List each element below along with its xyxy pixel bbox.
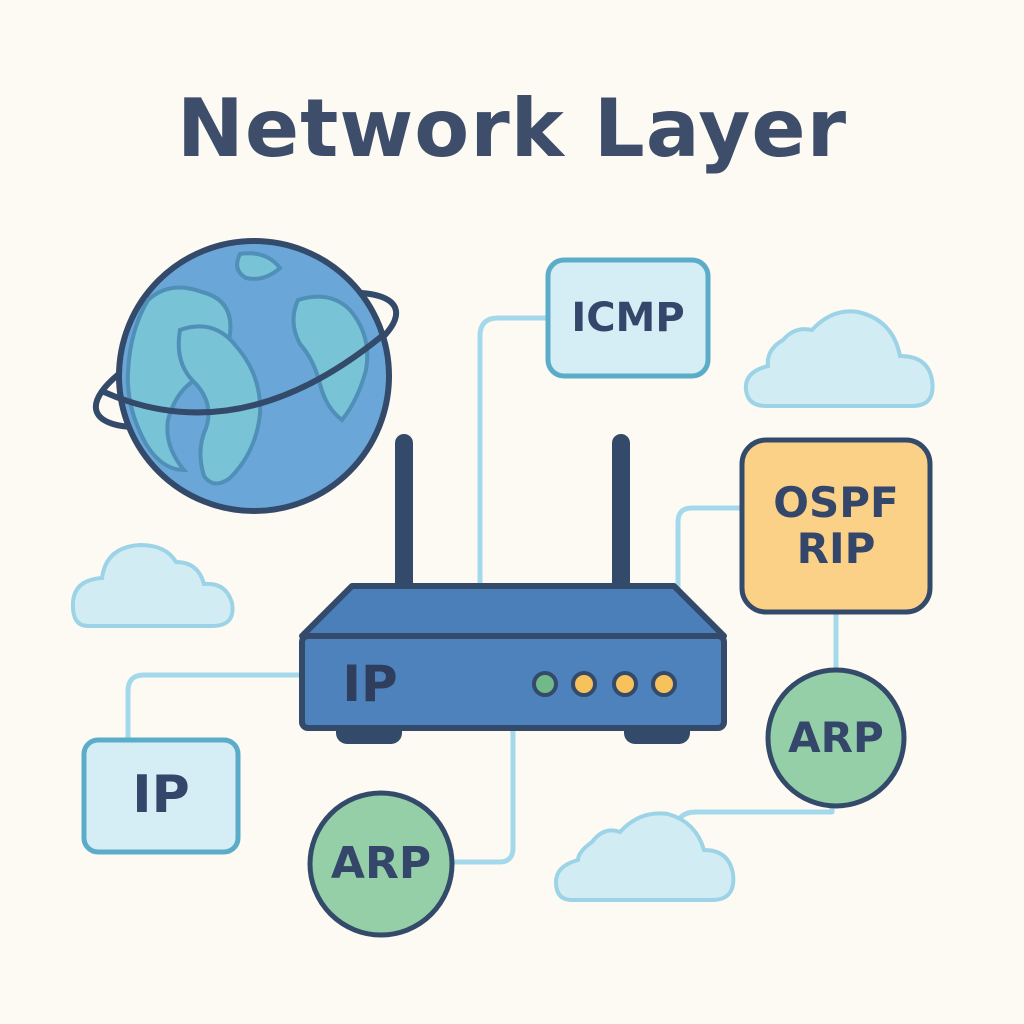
ip-box — [81, 737, 241, 855]
connector-router-to-ip-box — [125, 672, 303, 743]
routing-box — [739, 437, 933, 615]
status-led — [651, 671, 677, 697]
arp-bottom-circle — [307, 790, 455, 938]
routing-label: OSPF RIP — [742, 440, 930, 612]
routing-rip-label: RIP — [796, 524, 876, 573]
cloud-icon — [743, 309, 935, 408]
icmp-box — [545, 257, 711, 379]
connector-router-to-routing — [675, 505, 745, 591]
status-led — [571, 671, 597, 697]
page-title: Network Layer — [176, 82, 848, 175]
status-led — [532, 671, 558, 697]
router-icon — [299, 434, 727, 744]
router-ip-label: IP — [342, 654, 398, 713]
connector-cloud-to-arp-right — [673, 803, 835, 835]
status-led — [612, 671, 638, 697]
globe-icon — [92, 238, 400, 514]
cloud-icon — [70, 542, 235, 628]
arp-right-circle — [765, 667, 907, 809]
arp-right-label: ARP — [788, 712, 884, 762]
connector-router-to-icmp — [477, 315, 551, 591]
ip-box-label: IP — [132, 765, 190, 826]
routing-ospf-label: OSPF — [773, 477, 899, 527]
icmp-label: ICMP — [571, 295, 685, 341]
arp-bottom-label: ARP — [330, 837, 432, 889]
connector-router-to-arp-bottom — [449, 719, 516, 865]
cloud-icon — [553, 811, 736, 902]
